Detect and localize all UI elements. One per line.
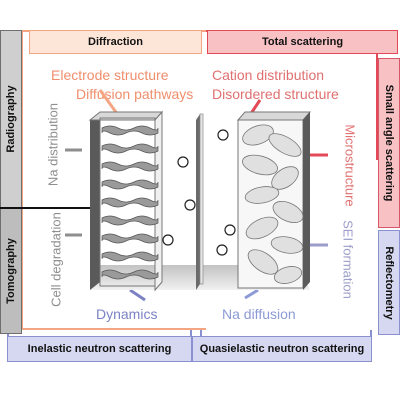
inelastic-label: Inelastic neutron scattering bbox=[7, 336, 192, 362]
separator bbox=[196, 113, 204, 290]
total-scattering-text: Total scattering bbox=[261, 36, 344, 48]
na-diffusion-label: Na diffusion bbox=[222, 306, 296, 322]
dynamics-label: Dynamics bbox=[96, 306, 158, 322]
left-electrode bbox=[88, 110, 164, 292]
quasielastic-text: Quasielastic neutron scattering bbox=[199, 343, 365, 355]
diffraction-text: Diffraction bbox=[88, 36, 143, 48]
diffraction-label: Diffraction bbox=[29, 30, 202, 54]
connector-lines bbox=[65, 89, 328, 302]
quasielastic-label: Quasielastic neutron scattering bbox=[192, 336, 372, 362]
cation-distribution-label: Cation distribution bbox=[212, 67, 325, 83]
disordered-electrode-particles bbox=[242, 124, 304, 284]
layered-electrode-sheets bbox=[101, 125, 159, 280]
electrode-structure-label: Electrode structure bbox=[51, 67, 169, 83]
disordered-structure-label: Disordered structure bbox=[212, 86, 339, 102]
inelastic-text: Inelastic neutron scattering bbox=[27, 343, 172, 355]
total-scattering-label: Total scattering bbox=[207, 30, 398, 54]
sodium-ions bbox=[162, 129, 236, 256]
